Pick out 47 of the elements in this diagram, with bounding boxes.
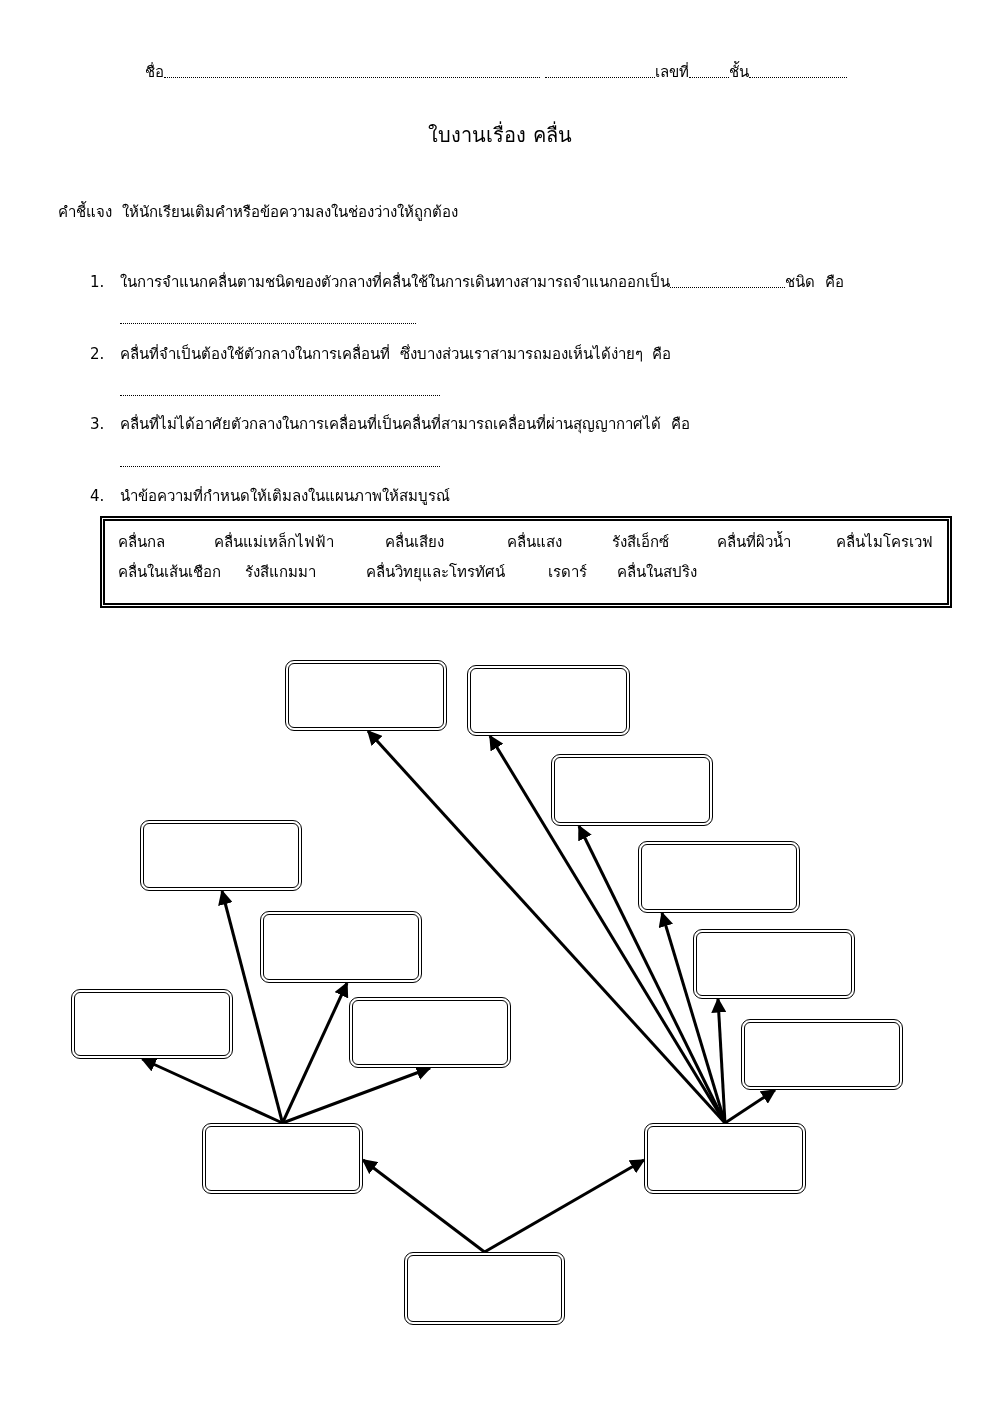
word-bank-box bbox=[100, 516, 952, 608]
question-number: 3. bbox=[90, 414, 105, 434]
arrow bbox=[281, 981, 349, 1124]
answer-box bbox=[285, 660, 447, 731]
question-text: คลื่นที่จำเป็นต้องใช้ตัวกลางในการเคลื่อนที่ ซึ่งบางส่วนเราสามารถมองเห็นได้ง่ายๆ คือ bbox=[120, 344, 672, 364]
worksheet-title: ใบงานเรื่อง คลื่น bbox=[427, 122, 573, 148]
answer-box bbox=[202, 1123, 363, 1194]
word-choice: เรดาร์ bbox=[548, 562, 587, 582]
question-text: ในการจำแนกคลื่นตามชนิดของตัวกลางที่คลื่นใช้ในการเดินทางสามารถจำแนกออกเป็น bbox=[120, 272, 670, 292]
word-choice: รังสีเอ็กซ์ bbox=[612, 532, 669, 552]
word-choice: คลื่นวิทยุและโทรทัศน์ bbox=[366, 562, 505, 582]
field-label: ชั้น bbox=[728, 62, 749, 82]
answer-box bbox=[260, 911, 422, 983]
field-label: ชื่อ bbox=[145, 62, 164, 82]
question-number: 2. bbox=[90, 344, 105, 364]
answer-box bbox=[638, 841, 800, 913]
arrow bbox=[724, 1088, 777, 1125]
arrow bbox=[483, 1158, 646, 1254]
answer-box bbox=[644, 1123, 806, 1194]
arrow bbox=[218, 889, 284, 1124]
answer-box bbox=[404, 1252, 565, 1325]
arrow bbox=[281, 1065, 432, 1125]
word-choice: คลื่นในเส้นเชือก bbox=[118, 562, 221, 582]
question-text: คลื่นที่ไม่ได้อาศัยตัวกลางในการเคลื่อนที่เป็นคลื่นที่สามารถเคลื่อนที่ผ่านสุญญากาศได้ คือ bbox=[120, 414, 690, 434]
answer-box bbox=[693, 929, 855, 999]
arrow bbox=[361, 1158, 486, 1254]
question-number: 1. bbox=[90, 272, 105, 292]
field-label: เลขที่ bbox=[654, 62, 689, 82]
answer-box bbox=[741, 1019, 903, 1090]
word-choice: คลื่นในสปริง bbox=[617, 562, 697, 582]
word-choice: คลื่นแสง bbox=[507, 532, 562, 552]
word-choice: คลื่นที่ผิวน้ำ bbox=[717, 532, 791, 552]
word-choice: คลื่นกล bbox=[118, 532, 165, 552]
answer-box bbox=[551, 754, 713, 826]
answer-box bbox=[140, 820, 302, 891]
answer-box bbox=[467, 665, 630, 736]
answer-box bbox=[71, 989, 233, 1059]
instruction-text: คำชี้แจง ให้นักเรียนเติมคำหรือข้อความลงในช่องว่างให้ถูกต้อง bbox=[58, 202, 458, 222]
word-choice: รังสีแกมมา bbox=[245, 562, 316, 582]
arrow bbox=[140, 1057, 284, 1125]
arrow bbox=[711, 997, 727, 1124]
word-choice: คลื่นแม่เหล็กไฟฟ้า bbox=[214, 532, 334, 552]
answer-box bbox=[349, 997, 511, 1068]
question-number: 4. bbox=[90, 486, 105, 506]
question-text: ชนิด คือ bbox=[785, 272, 844, 292]
word-choice: คลื่นเสียง bbox=[385, 532, 444, 552]
word-choice: คลื่นไมโครเวฟ bbox=[836, 532, 933, 552]
